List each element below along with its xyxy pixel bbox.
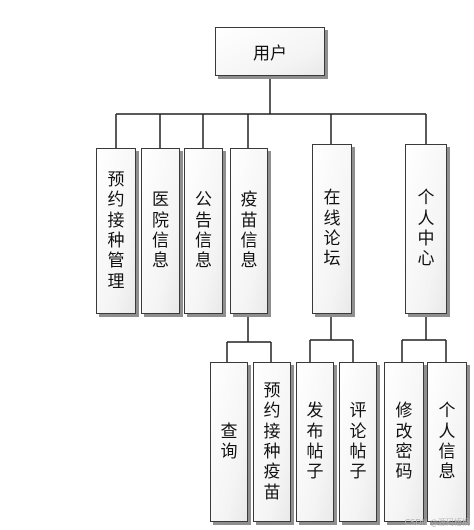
node-book-vaccination: 预约接种疫苗 <box>253 362 291 522</box>
node-label: 评论帖子 <box>349 401 367 483</box>
node-label: 疫苗信息 <box>240 190 258 272</box>
watermark-text: CSDN @源码梧桐 <box>404 518 470 527</box>
node-label: 预约接种管理 <box>107 169 125 292</box>
node-label: 发布帖子 <box>306 401 324 483</box>
node-label: 在线论坛 <box>323 188 341 270</box>
node-label: 查询 <box>220 421 238 462</box>
node-label: 修改密码 <box>395 401 413 483</box>
node-personal-center: 个人中心 <box>405 144 447 314</box>
node-label: 个人中心 <box>417 188 435 270</box>
node-query: 查询 <box>210 362 248 522</box>
node-online-forum: 在线论坛 <box>312 144 352 314</box>
node-vaccine-info: 疫苗信息 <box>230 148 268 314</box>
node-label: 个人信息 <box>438 401 456 483</box>
node-label: 医院信息 <box>152 190 169 272</box>
node-label: 预约接种疫苗 <box>263 380 281 503</box>
node-comment-post: 评论帖子 <box>339 362 377 522</box>
node-appointment-management: 预约接种管理 <box>96 148 136 314</box>
node-personal-info: 个人信息 <box>427 362 467 522</box>
node-label: 公告信息 <box>195 190 212 272</box>
root-node-label: 用户 <box>253 44 287 64</box>
node-hospital-info: 医院信息 <box>141 148 180 314</box>
root-node-user: 用户 <box>215 27 325 76</box>
node-publish-post: 发布帖子 <box>296 362 334 522</box>
node-change-password: 修改密码 <box>384 362 424 522</box>
node-announcement-info: 公告信息 <box>184 148 223 314</box>
